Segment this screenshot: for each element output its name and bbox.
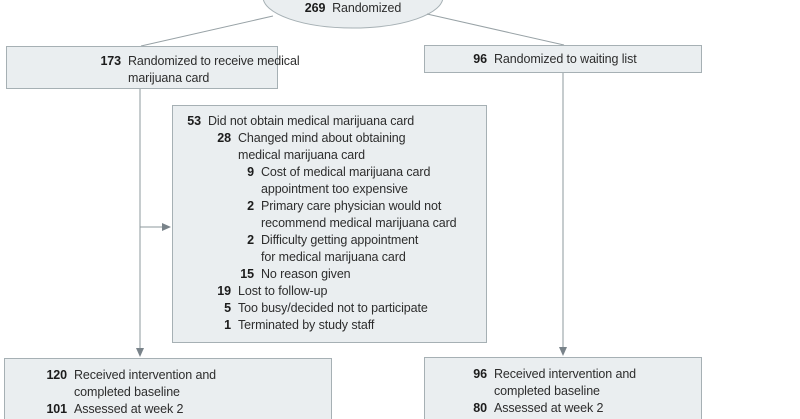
row-text: No reason given xyxy=(261,267,351,281)
flow-row: 101 Assessed at week 2 xyxy=(5,401,331,418)
row-text: Terminated by study staff xyxy=(238,318,375,332)
row-text: Lost to follow-up xyxy=(238,284,328,298)
row-count: 1 xyxy=(224,318,231,332)
row-count xyxy=(226,181,254,198)
flow-row: for medical marijuana card xyxy=(173,249,486,266)
row-text: Randomized to waiting list xyxy=(494,52,637,66)
randomized-text: Randomized xyxy=(332,1,402,15)
flow-row: marijuana card xyxy=(7,70,277,87)
row-text: for medical marijuana card xyxy=(261,250,406,264)
row-text: Too busy/decided not to participate xyxy=(238,301,428,315)
row-text: Assessed at week 2 xyxy=(74,402,184,416)
flow-row: completed baseline xyxy=(5,384,331,401)
row-count: 101 xyxy=(46,402,67,416)
flow-row: recommend medical marijuana card xyxy=(173,215,486,232)
flow-row: 5 Too busy/decided not to participate xyxy=(173,300,486,317)
row-text: marijuana card xyxy=(128,71,210,85)
row-count: 2 xyxy=(247,233,254,247)
row-count: 173 xyxy=(100,54,121,68)
row-count xyxy=(5,384,67,401)
box-did-not-obtain-card: 53 Did not obtain medical marijuana card… xyxy=(172,105,487,343)
row-text: Assessed at week 2 xyxy=(494,401,604,415)
flow-row: 1 Terminated by study staff xyxy=(173,317,486,334)
row-text: Randomized to receive medical xyxy=(128,54,300,68)
row-text: Did not obtain medical marijuana card xyxy=(208,114,415,128)
row-text: Received intervention and xyxy=(494,367,637,381)
flow-row: appointment too expensive xyxy=(173,181,486,198)
randomized-oval-shape xyxy=(262,0,444,29)
row-count: 120 xyxy=(46,368,67,382)
flow-row: 2 Difficulty getting appointment xyxy=(173,232,486,249)
row-count: 53 xyxy=(187,114,201,128)
row-text: medical marijuana card xyxy=(238,148,366,162)
flow-row: 2 Primary care physician would not xyxy=(173,198,486,215)
row-count: 19 xyxy=(217,284,231,298)
flow-row: 120 Received intervention and xyxy=(5,367,331,384)
row-count: 5 xyxy=(224,301,231,315)
row-count: 96 xyxy=(473,52,487,66)
row-text: recommend medical marijuana card xyxy=(261,216,457,230)
flow-row: 28 Changed mind about obtaining xyxy=(173,130,486,147)
row-text: completed baseline xyxy=(494,384,600,398)
row-text: Primary care physician would not xyxy=(261,199,442,213)
row-count xyxy=(203,147,231,164)
flow-row: 9 Cost of medical marijuana card xyxy=(173,164,486,181)
box-randomized-waiting-list: 96 Randomized to waiting list xyxy=(424,45,702,73)
flow-row: 19 Lost to follow-up xyxy=(173,283,486,300)
box-randomized-marijuana-card: 173 Randomized to receive medical mariju… xyxy=(6,46,300,89)
row-text: Difficulty getting appointment xyxy=(261,233,419,247)
box-received-intervention-right: 96 Received intervention and completed b… xyxy=(424,357,702,419)
row-count: 28 xyxy=(217,131,231,145)
box-received-intervention-left: 120 Received intervention and completed … xyxy=(4,358,332,419)
row-count: 96 xyxy=(473,367,487,381)
row-count: 9 xyxy=(247,165,254,179)
randomized-count: 269 xyxy=(304,1,326,15)
flow-row: 96 Randomized to waiting list xyxy=(425,51,701,68)
row-count xyxy=(226,215,254,232)
row-count xyxy=(226,249,254,266)
randomized-oval-label: 269 Randomized xyxy=(263,0,443,16)
row-count xyxy=(7,70,121,87)
row-text: appointment too expensive xyxy=(261,182,408,196)
row-text: completed baseline xyxy=(74,385,180,399)
row-count: 80 xyxy=(473,401,487,415)
flow-row: 173 Randomized to receive medical xyxy=(7,53,299,70)
row-text: Received intervention and xyxy=(74,368,217,382)
flow-row: 15 No reason given xyxy=(173,266,486,283)
flow-row: completed baseline xyxy=(425,383,701,400)
row-text: Cost of medical marijuana card xyxy=(261,165,431,179)
flow-row: 53 Did not obtain medical marijuana card xyxy=(173,113,486,130)
row-count xyxy=(425,383,487,400)
row-count: 15 xyxy=(240,267,254,281)
row-count: 2 xyxy=(247,199,254,213)
flow-row: medical marijuana card xyxy=(173,147,486,164)
flow-row: 96 Received intervention and xyxy=(425,366,701,383)
row-text: Changed mind about obtaining xyxy=(238,131,406,145)
flow-row: 80 Assessed at week 2 xyxy=(425,400,701,417)
